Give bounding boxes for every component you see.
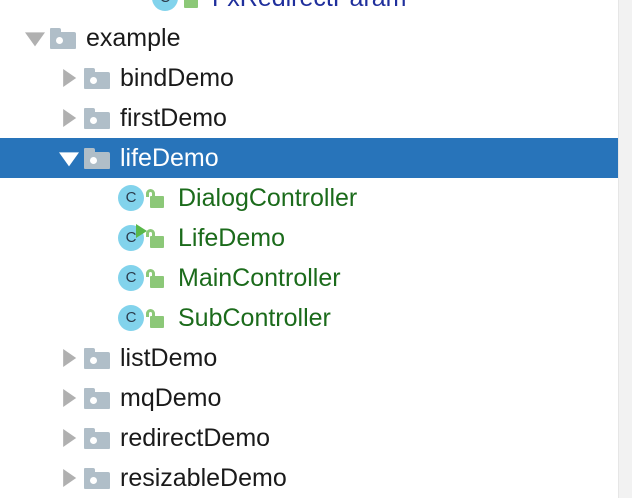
unlocked-padlock-icon: [146, 258, 170, 298]
tree-row[interactable]: example: [0, 18, 618, 58]
tree-row[interactable]: C DialogController: [0, 178, 618, 218]
tree-row-list: C FxRedirectParam example bindDemo firstDemo…: [0, 0, 618, 498]
chevron-right-icon[interactable]: [56, 418, 82, 458]
folder-icon: [82, 58, 112, 98]
unlocked-padlock-icon: [180, 0, 204, 18]
unlocked-padlock-icon: [146, 178, 170, 218]
tree-item-label: firstDemo: [120, 104, 227, 132]
tree-item-label: LifeDemo: [178, 224, 285, 252]
chevron-right-icon[interactable]: [56, 98, 82, 138]
tree-spacer: [90, 258, 116, 298]
tree-item-label: SubController: [178, 304, 331, 332]
chevron-right-icon[interactable]: [56, 58, 82, 98]
run-triangle-icon[interactable]: [136, 224, 147, 238]
tree-spacer: [90, 178, 116, 218]
tree-row[interactable]: C MainController: [0, 258, 618, 298]
tree-row[interactable]: C FxRedirectParam: [0, 0, 618, 18]
unlocked-padlock-icon: [146, 218, 170, 258]
folder-icon: [82, 338, 112, 378]
tree-item-label: redirectDemo: [120, 424, 271, 452]
tree-spacer: [90, 218, 116, 258]
chevron-right-icon[interactable]: [56, 378, 82, 418]
tree-item-label: bindDemo: [120, 64, 234, 92]
folder-icon: [82, 378, 112, 418]
folder-icon: [48, 18, 78, 58]
tree-item-label: mqDemo: [120, 384, 222, 412]
tree-item-label: example: [86, 24, 181, 52]
tree-row-selected[interactable]: lifeDemo: [0, 138, 618, 178]
tree-row[interactable]: firstDemo: [0, 98, 618, 138]
class-icon: C: [150, 0, 180, 18]
folder-icon: [82, 138, 112, 178]
tree-row[interactable]: resizableDemo: [0, 458, 618, 498]
vertical-scrollbar[interactable]: [618, 0, 632, 498]
class-icon-runnable: C: [116, 218, 147, 258]
chevron-down-icon[interactable]: [56, 138, 82, 178]
tree-row[interactable]: C LifeDemo: [0, 218, 618, 258]
tree-item-label: resizableDemo: [120, 464, 287, 492]
tree-row[interactable]: C SubController: [0, 298, 618, 338]
tree-item-label: FxRedirectParam: [204, 0, 407, 18]
folder-icon: [82, 418, 112, 458]
tree-row[interactable]: bindDemo: [0, 58, 618, 98]
tree-row[interactable]: listDemo: [0, 338, 618, 378]
tree-item-label: MainController: [178, 264, 341, 292]
tree-item-label: listDemo: [120, 344, 218, 372]
tree-item-label: DialogController: [178, 184, 358, 212]
tree-row[interactable]: mqDemo: [0, 378, 618, 418]
class-icon: C: [116, 298, 146, 338]
folder-icon: [82, 98, 112, 138]
project-tree-panel[interactable]: C FxRedirectParam example bindDemo firstDemo…: [0, 0, 618, 498]
unlocked-padlock-icon: [146, 298, 170, 338]
tree-spacer: [124, 0, 150, 18]
class-icon: C: [116, 258, 146, 298]
tree-spacer: [90, 298, 116, 338]
chevron-down-icon[interactable]: [22, 18, 48, 58]
chevron-right-icon[interactable]: [56, 458, 82, 498]
tree-row[interactable]: redirectDemo: [0, 418, 618, 458]
tree-item-label: lifeDemo: [120, 144, 219, 172]
chevron-right-icon[interactable]: [56, 338, 82, 378]
folder-icon: [82, 458, 112, 498]
class-icon: C: [116, 178, 146, 218]
